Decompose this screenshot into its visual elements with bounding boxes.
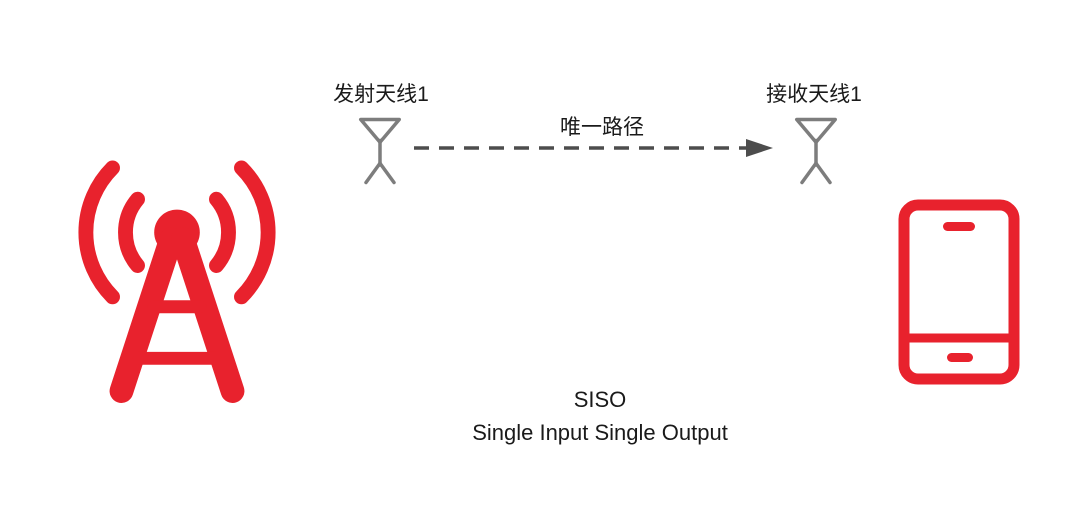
phone-home-bar — [947, 353, 973, 362]
cell-tower-icon — [58, 148, 296, 406]
caption-title: SISO — [573, 387, 627, 412]
caption: SISO Single Input Single Output — [400, 383, 800, 449]
radio-wave-left-outer — [78, 160, 120, 305]
tx-antenna-icon — [352, 113, 408, 189]
rx-antenna-label: 接收天线1 — [766, 83, 862, 106]
arrowhead — [746, 139, 773, 157]
tx-antenna-label: 发射天线1 — [333, 83, 429, 106]
path-label: 唯一路径 — [560, 116, 644, 139]
phone-earpiece — [943, 222, 975, 231]
caption-subtitle: Single Input Single Output — [472, 420, 728, 445]
radio-wave-right-inner — [209, 191, 236, 273]
radio-wave-left-inner — [118, 191, 145, 273]
rx-antenna-icon — [788, 113, 844, 189]
smartphone-icon — [897, 198, 1021, 386]
dashed-arrow-icon — [412, 136, 777, 160]
radio-wave-right-outer — [234, 160, 276, 305]
